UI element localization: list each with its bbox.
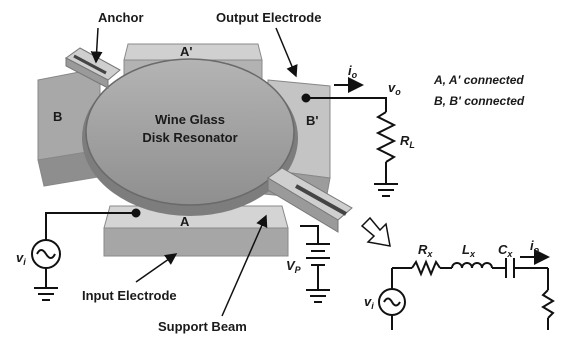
output-electrode-label: Output Electrode [216, 10, 321, 25]
disk-label-line2: Disk Resonator [142, 130, 237, 145]
electrode-a [103, 205, 289, 257]
anchor-arrow [90, 27, 103, 64]
electrode-a-prime-label: A' [180, 44, 192, 59]
input-electrode-arrow [135, 253, 178, 283]
connection-note-2: B, B' connected [434, 94, 525, 108]
wine-glass-disk [85, 58, 295, 206]
vi-symbol: vi [16, 250, 26, 267]
support-beam [267, 167, 353, 233]
anchor-label: Anchor [98, 10, 144, 25]
vp-symbol: VP [286, 258, 302, 275]
anchor-beam [65, 47, 121, 89]
vi2-symbol: vi [364, 294, 374, 311]
output-circuit [301, 77, 398, 197]
equivalent-rlc-circuit [378, 249, 555, 330]
disk-label-line1: Wine Glass [155, 112, 225, 127]
cx-symbol: Cx [498, 242, 513, 259]
electrode-b-label: B [53, 109, 62, 124]
vo-symbol: vo [388, 80, 401, 97]
io-symbol: io [348, 63, 358, 80]
bias-source [300, 225, 330, 303]
rl-symbol: RL [400, 133, 415, 150]
equivalent-circuit-arrow [360, 216, 391, 247]
input-circuit [31, 208, 141, 301]
rx-symbol: Rx [418, 242, 433, 259]
support-beam-arrow [221, 214, 268, 317]
electrode-b-prime-label: B' [306, 113, 318, 128]
electrode-a-label: A [180, 214, 190, 229]
output-electrode-arrow [275, 27, 298, 78]
lx-symbol: Lx [462, 242, 476, 259]
io2-symbol: io [530, 238, 540, 255]
connection-note-1: A, A' connected [433, 73, 524, 87]
support-beam-label: Support Beam [158, 319, 247, 334]
input-electrode-label: Input Electrode [82, 288, 177, 303]
